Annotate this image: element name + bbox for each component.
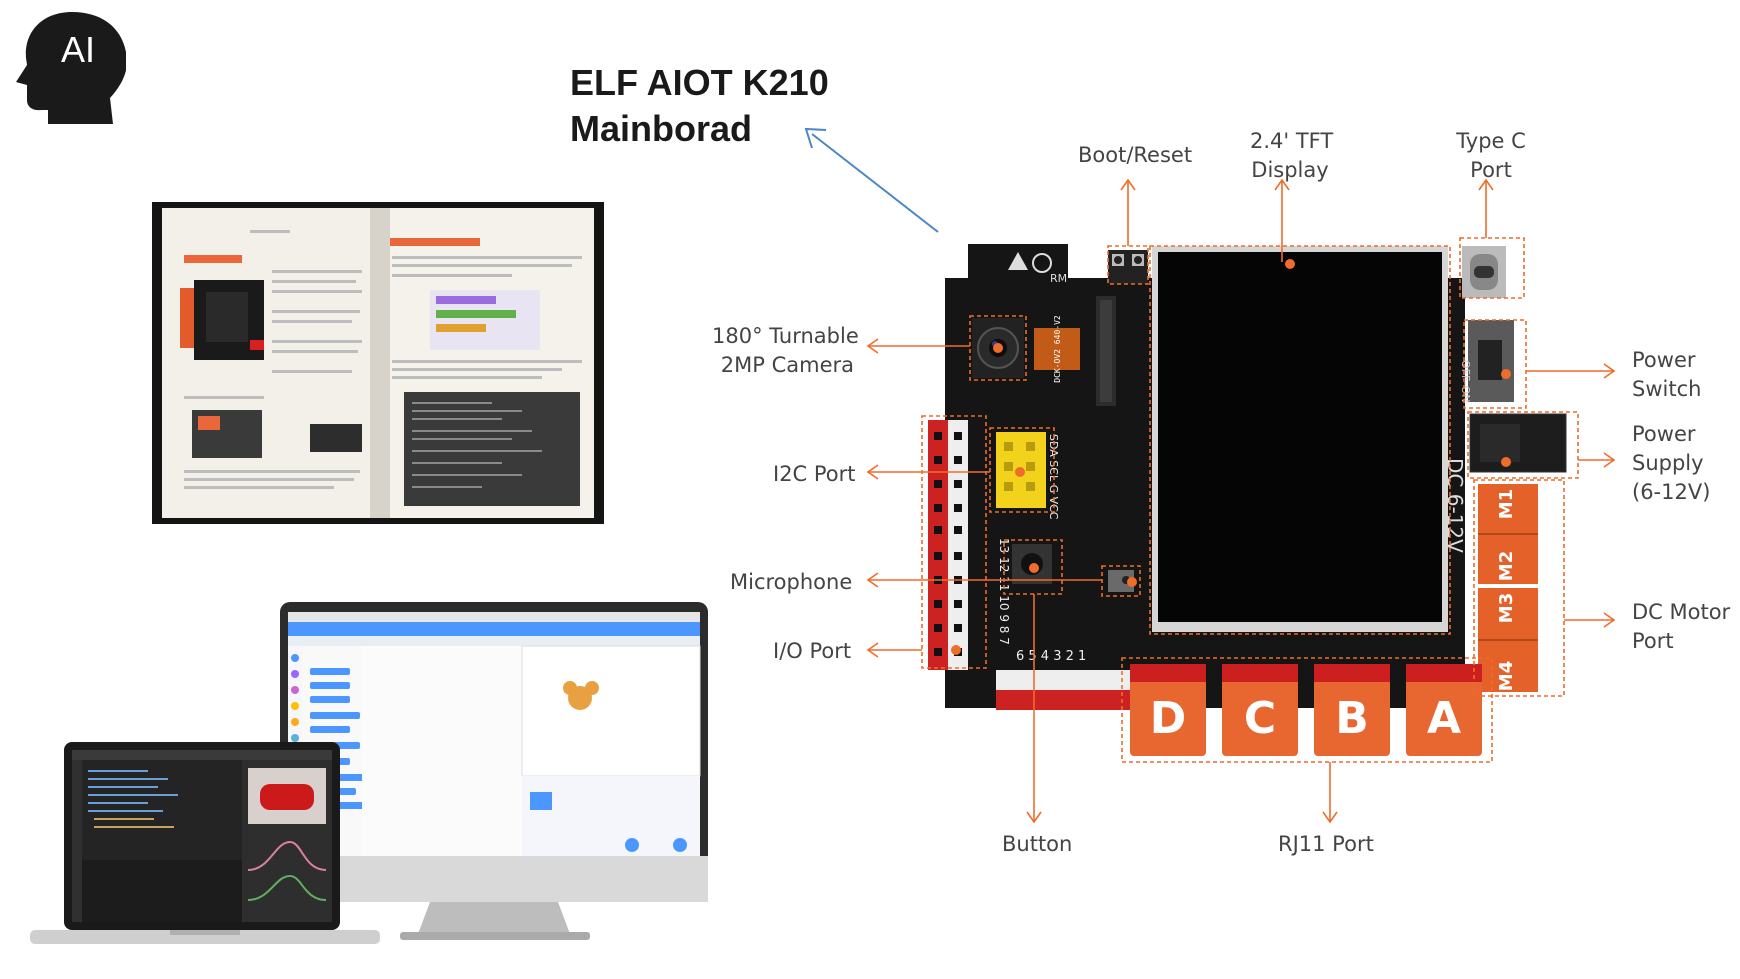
label-type-c: Type C Port [1456, 127, 1526, 185]
frame-button [1003, 539, 1063, 595]
title-line-1: ELF AIOT K210 [570, 62, 829, 103]
label-power-supply-line2: Supply [1632, 451, 1704, 475]
ai-badge-text: AI [61, 29, 95, 70]
motor-label-m4: M4 [1496, 661, 1517, 691]
frame-power-switch [1463, 319, 1527, 409]
rj11-key-c: C [1244, 693, 1276, 744]
page-title: ELF AIOT K210 Mainborad [570, 60, 829, 152]
label-tft-display: 2.4' TFT Display [1250, 127, 1334, 185]
silk-logo: RM [1050, 272, 1067, 285]
frame-i2c [989, 427, 1055, 513]
label-dc-motor: DC Motor Port [1632, 598, 1730, 656]
frame-power-supply [1467, 411, 1579, 479]
motor-label-m1: M1 [1496, 489, 1517, 519]
camera-flex [1034, 328, 1080, 370]
frame-typec [1459, 237, 1525, 299]
label-dc-motor-line2: Port [1632, 629, 1674, 653]
frame-io [921, 415, 987, 669]
camera-model: DCK-OV2 640-V2 [1053, 315, 1062, 383]
label-microphone: Microphone [730, 570, 853, 594]
ai-head-logo: AI [16, 12, 126, 124]
rj11-key-a: A [1427, 693, 1461, 744]
tft-display-screen [1158, 252, 1442, 622]
label-camera-line1: 180° Turnable [712, 324, 859, 348]
label-power-supply: Power Supply (6-12V) [1632, 420, 1710, 507]
frame-rj11 [1121, 657, 1493, 763]
rj11-key-d: D [1150, 693, 1187, 744]
bottom-pin-numbers: 6 5 4 3 2 1 [1016, 649, 1086, 664]
label-tft-line1: 2.4' TFT [1250, 129, 1334, 153]
title-line-2: Mainborad [570, 108, 753, 149]
rj11-ports [1130, 664, 1482, 756]
motor-label-m3: M3 [1496, 593, 1517, 623]
frame-motor [1473, 479, 1565, 697]
frame-camera [969, 315, 1027, 381]
dc-input-text: DC 6-12V [1443, 458, 1467, 553]
label-button: Button [1002, 832, 1073, 856]
label-power-switch: Power Switch [1632, 346, 1701, 404]
rj11-key-b: B [1335, 693, 1369, 744]
label-power-supply-line3: (6-12V) [1632, 480, 1711, 504]
power-switch-text: OFF-ON [1459, 360, 1472, 402]
label-typec-line1: Type C [1456, 129, 1526, 153]
label-camera-line2: 2MP Camera [720, 353, 854, 377]
frame-display [1149, 245, 1451, 635]
label-power-switch-line1: Power [1632, 348, 1696, 372]
frame-boot-reset [1107, 245, 1149, 285]
label-io-port: I/O Port [773, 639, 852, 663]
label-camera: 180° Turnable 2MP Camera [712, 322, 859, 380]
pin-numbers: 13 12 11 10 9 8 7 [997, 538, 1011, 645]
label-dc-motor-line1: DC Motor [1632, 600, 1731, 624]
microphone-chip [1108, 570, 1134, 592]
laptop-illustration [30, 742, 380, 944]
label-rj11-port: RJ11 Port [1278, 832, 1374, 856]
label-power-switch-line2: Switch [1632, 377, 1702, 401]
book-illustration [152, 202, 604, 524]
motor-label-m2: M2 [1496, 551, 1517, 581]
label-i2c-port: I2C Port [773, 462, 856, 486]
label-power-supply-line1: Power [1632, 422, 1696, 446]
label-typec-line2: Port [1470, 158, 1512, 182]
frame-microphone [1101, 565, 1141, 597]
label-boot-reset: Boot/Reset [1078, 143, 1193, 167]
label-tft-line2: Display [1251, 158, 1329, 182]
